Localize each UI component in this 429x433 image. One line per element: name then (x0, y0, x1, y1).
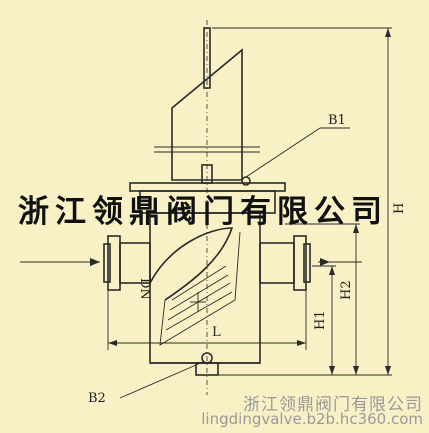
inlet-flange-face (103, 243, 111, 283)
inlet-flange (107, 235, 121, 291)
b1-bolt (241, 176, 251, 186)
b1-leader (245, 127, 321, 178)
outlet-flange-face (303, 243, 311, 283)
label-b2: B2 (88, 391, 106, 406)
label-b1: B1 (328, 113, 346, 128)
company-name-overlay: 浙江领鼎阀门有限公司 (18, 194, 388, 230)
inlet-pipe (119, 242, 151, 284)
l-arrow-left (108, 340, 117, 346)
label-h1: H1 (313, 310, 328, 330)
strainer-body (149, 212, 261, 364)
label-h2: H2 (339, 280, 354, 300)
flow-out-head (320, 258, 330, 266)
h-arrow-bottom (385, 366, 391, 375)
screen-line (165, 291, 233, 331)
h-arrow-top (385, 28, 391, 37)
h2-arrow-top (353, 224, 359, 233)
label-h: H (392, 203, 407, 214)
watermark-company: 浙江领鼎阀门有限公司 (243, 395, 423, 415)
screen-line (171, 265, 227, 301)
watermark-url: lingdingvalve.b2b.hc360.com (201, 410, 423, 428)
flow-arrow-head (90, 258, 100, 266)
screen-line (167, 282, 231, 321)
basket-screen (159, 231, 241, 346)
outlet-flange (293, 235, 307, 291)
h2-arrow-bottom (353, 366, 359, 375)
lift-rod (203, 27, 211, 89)
l-arrow-right (297, 340, 306, 346)
h1-arrow-bottom (329, 366, 335, 375)
h1-arrow-top (329, 266, 335, 275)
drain-plug (201, 352, 213, 364)
label-dn: DN (137, 278, 152, 300)
b2-leader (119, 361, 204, 399)
screen-line (169, 274, 229, 311)
outlet-pipe (259, 242, 295, 284)
basket-curve (149, 227, 234, 301)
label-l: L (212, 325, 221, 340)
